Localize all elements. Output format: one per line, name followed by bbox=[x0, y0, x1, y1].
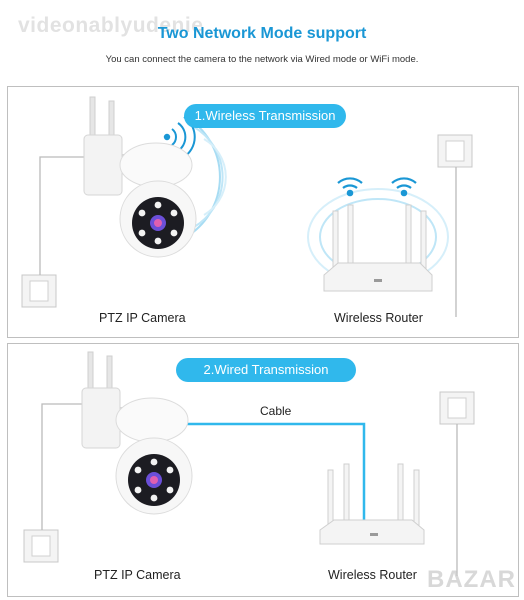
page-subtitle: You can connect the camera to the networ… bbox=[105, 54, 419, 65]
wireless-mode-label: 1.Wireless Transmission bbox=[184, 104, 346, 128]
wired-panel: 2.Wired Transmission Cable PTZ IP Camera… bbox=[7, 343, 519, 597]
watermark-top: videonablyudenie bbox=[18, 14, 204, 37]
router-label: Wireless Router bbox=[328, 568, 417, 582]
camera-label: PTZ IP Camera bbox=[94, 568, 181, 582]
wall-outlet-icon bbox=[437, 134, 473, 168]
wireless-diagram bbox=[21, 96, 473, 317]
wired-diagram bbox=[23, 351, 475, 576]
wall-outlet-icon bbox=[21, 274, 57, 308]
network-cable bbox=[168, 422, 366, 530]
router-icon bbox=[323, 204, 433, 292]
wifi-icon bbox=[337, 177, 363, 197]
wall-outlet-icon bbox=[23, 529, 59, 563]
cable-label: Cable bbox=[260, 404, 292, 418]
wall-outlet-icon bbox=[439, 391, 475, 425]
wifi-icon bbox=[391, 177, 417, 197]
ptz-camera-icon bbox=[83, 96, 197, 258]
wired-mode-label: 2.Wired Transmission bbox=[176, 358, 356, 382]
wireless-panel: 1.Wireless Transmission PTZ IP Camera Wi… bbox=[7, 86, 519, 338]
page-title: Two Network Mode support bbox=[157, 25, 367, 42]
router-label: Wireless Router bbox=[334, 311, 423, 325]
watermark-bottom: BAZAR bbox=[427, 566, 516, 593]
ptz-camera-icon bbox=[81, 351, 193, 515]
wireless-waves bbox=[185, 116, 227, 238]
camera-label: PTZ IP Camera bbox=[99, 311, 186, 325]
router-icon bbox=[319, 463, 425, 545]
